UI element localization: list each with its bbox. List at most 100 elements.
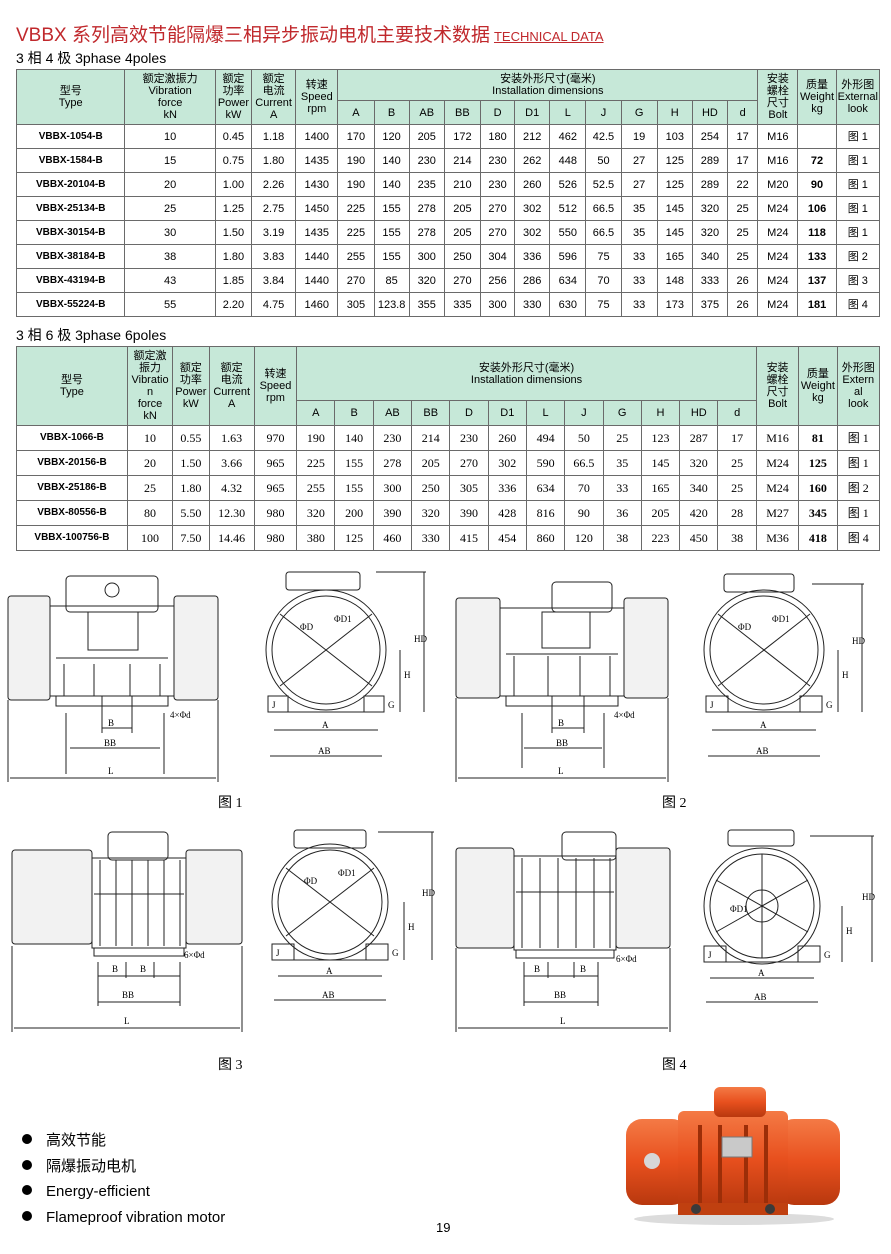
value-cell: 390: [372, 500, 413, 526]
value-cell: 66.5: [564, 450, 604, 476]
value-cell: 120: [564, 525, 604, 551]
look-cell: 图 1: [835, 196, 881, 221]
value-cell: 30: [124, 220, 216, 245]
value-cell: 25: [124, 196, 216, 221]
value-cell: 1.80: [214, 244, 253, 269]
value-cell: 255: [337, 244, 375, 269]
figure-2-drawing: B BB L 4×Φd ΦD ΦD1 A AB J H HD G: [455, 573, 865, 782]
value-cell: 0.75: [214, 148, 253, 173]
value-cell: 355: [408, 292, 445, 317]
value-cell: 25: [602, 425, 642, 451]
value-cell: 35: [620, 196, 658, 221]
value-cell: 270: [443, 268, 481, 293]
value-cell: 2.26: [251, 172, 297, 197]
value-cell: 20: [124, 172, 216, 197]
title-cn: VBBX 系列高效节能隔爆三相异步振动电机主要技术数据: [16, 25, 490, 46]
value-cell: 1430: [295, 172, 339, 197]
value-cell: 1.50: [214, 220, 253, 245]
value-cell: 3.19: [251, 220, 297, 245]
value-cell: 50: [564, 425, 604, 451]
value-cell: 330: [514, 292, 551, 317]
model-cell: VBBX-80556-B: [16, 500, 128, 526]
value-cell: 300: [372, 475, 413, 501]
value-cell: 173: [656, 292, 693, 317]
value-cell: 965: [253, 450, 298, 476]
th-dim: J: [564, 400, 604, 426]
value-cell: 305: [449, 475, 489, 501]
value-cell: 260: [487, 425, 527, 451]
value-cell: 336: [514, 244, 551, 269]
weight-cell: 345: [798, 500, 838, 526]
section-6pole-heading: 3 相 6 极 3phase 6poles: [16, 327, 167, 343]
value-cell: 80: [126, 500, 174, 526]
value-cell: 214: [411, 425, 451, 451]
value-cell: 320: [408, 268, 445, 293]
look-cell: 图 1: [835, 220, 881, 245]
value-cell: 1460: [295, 292, 339, 317]
value-cell: 230: [479, 148, 516, 173]
value-cell: 33: [602, 475, 642, 501]
value-cell: 336: [487, 475, 527, 501]
value-cell: 320: [411, 500, 451, 526]
value-cell: 55: [124, 292, 216, 317]
value-cell: M24: [755, 450, 800, 476]
value-cell: 165: [640, 475, 681, 501]
value-cell: 526: [549, 172, 587, 197]
look-cell: 图 4: [835, 292, 881, 317]
value-cell: 260: [514, 172, 551, 197]
title-en: TECHNICAL DATA: [493, 29, 604, 44]
value-cell: 2.75: [251, 196, 297, 221]
model-cell: VBBX-20156-B: [16, 450, 128, 476]
label-G: G: [826, 700, 833, 710]
value-cell: 590: [525, 450, 566, 476]
value-cell: 333: [691, 268, 728, 293]
value-cell: 145: [656, 220, 693, 245]
figure-1-caption: 图 1: [218, 796, 243, 811]
label-AB: AB: [754, 992, 767, 1002]
value-cell: 35: [620, 220, 658, 245]
value-cell: 630: [549, 292, 587, 317]
label-BB: BB: [554, 990, 566, 1000]
value-cell: 66.5: [585, 220, 622, 245]
value-cell: 462: [549, 124, 587, 149]
model-cell: VBBX-1066-B: [16, 425, 128, 451]
value-cell: 3.83: [251, 244, 297, 269]
label-J: J: [708, 950, 712, 960]
look-cell: 图 3: [835, 268, 881, 293]
value-cell: 190: [337, 148, 375, 173]
look-cell: 图 2: [835, 244, 881, 269]
th-dim: AB: [408, 100, 445, 125]
value-cell: 320: [679, 450, 719, 476]
value-cell: 225: [337, 196, 375, 221]
value-cell: 1440: [295, 244, 339, 269]
figure-1-drawing: B BB L 4×Φd ΦD ΦD1 A AB J H HD G: [7, 571, 427, 782]
label-A: A: [758, 968, 765, 978]
label-H: H: [408, 922, 415, 932]
value-cell: 270: [449, 450, 489, 476]
value-cell: 85: [373, 268, 410, 293]
look-cell: 图 1: [836, 500, 881, 526]
label-L: L: [560, 1016, 566, 1026]
value-cell: 214: [443, 148, 481, 173]
value-cell: 634: [525, 475, 566, 501]
value-cell: 66.5: [585, 196, 622, 221]
value-cell: 235: [408, 172, 445, 197]
value-cell: 120: [373, 124, 410, 149]
value-cell: 860: [525, 525, 566, 551]
th-install: 安装外形尺寸(毫米)Installation dimensions: [337, 69, 759, 101]
model-cell: VBBX-1584-B: [15, 148, 126, 173]
value-cell: 320: [691, 220, 728, 245]
value-cell: 205: [411, 450, 451, 476]
value-cell: 1435: [295, 220, 339, 245]
bullet-icon: [22, 1210, 32, 1221]
value-cell: 125: [656, 172, 693, 197]
